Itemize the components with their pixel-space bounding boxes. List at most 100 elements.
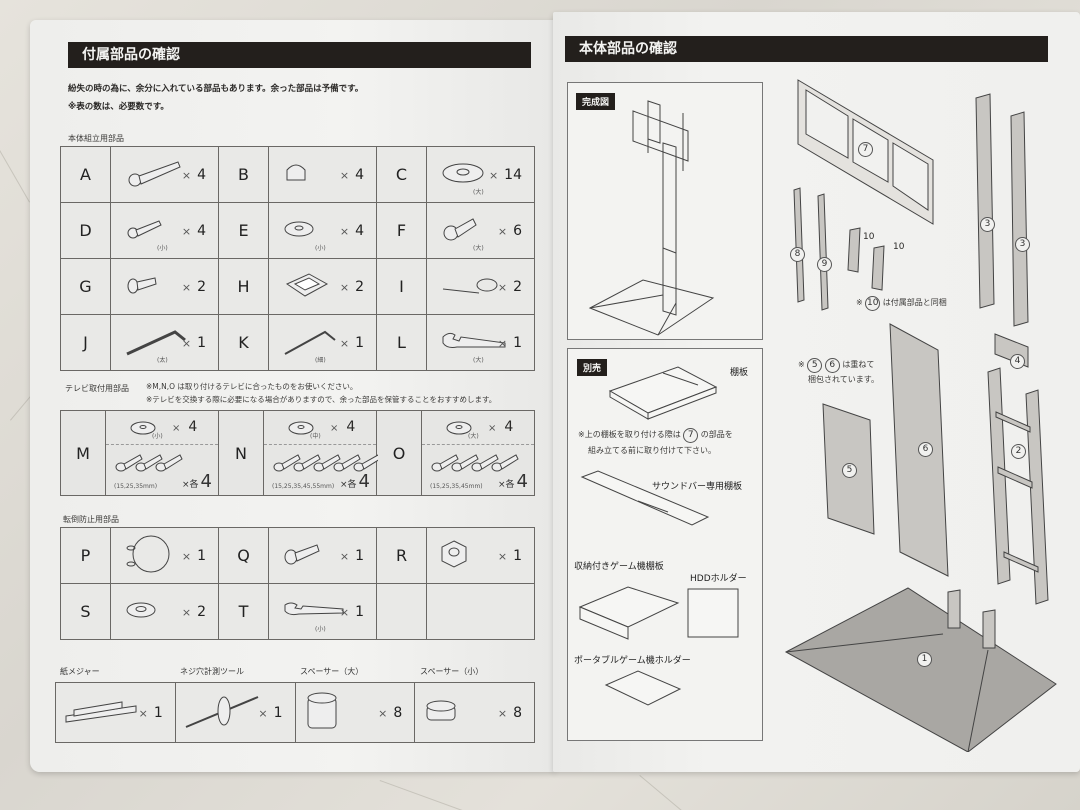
part-quantity: ×4 xyxy=(181,166,206,183)
part-size-label: (小) xyxy=(157,245,168,252)
part-number-9: 9 xyxy=(817,257,832,272)
soundbar-shelf-label: サウンドバー専用棚板 xyxy=(652,482,743,492)
part-number-7: 7 xyxy=(858,142,873,157)
intro-line-1: 紛失の時の為に、余分に入れている部品もあります。余った部品は予備です。 xyxy=(68,84,364,94)
part-quantity: ×1 xyxy=(339,547,364,564)
part-quantity: ×2 xyxy=(339,278,364,295)
tv-parts-notes: ※M,N,O は取り付けるテレビに合ったものをお使いください。 ※テレビを交換す… xyxy=(146,380,496,406)
note-part-5-6: ※ 5 6 は重ねて 梱包されています。 xyxy=(798,358,879,384)
part-cell: ×4 xyxy=(110,146,219,203)
misc-part-label: ネジ穴計測ツール xyxy=(180,667,244,676)
washer-icon xyxy=(288,421,314,435)
cable-clip-icon xyxy=(281,270,331,304)
bolt-icon xyxy=(281,541,321,571)
wrench-small-icon xyxy=(281,599,347,625)
part-cell: (小) ×4 xyxy=(268,202,377,259)
misc-part-quantity: ×1 xyxy=(258,704,283,721)
part-quantity: ×6 xyxy=(497,222,522,239)
misc-part-quantity: ×8 xyxy=(378,704,403,721)
tv-note-1: ※M,N,O は取り付けるテレビに合ったものをお使いください。 xyxy=(146,382,358,391)
part-cell: ×1 xyxy=(268,527,377,584)
part-letter: E xyxy=(218,202,269,259)
part-letter: S xyxy=(60,583,111,640)
part-cell: (大)×14 xyxy=(426,146,535,203)
misc-parts-table: ×1 ×1 ×8 ×8 xyxy=(55,682,535,743)
part-size-label: (大) xyxy=(473,357,484,364)
part-letter: Q xyxy=(218,527,269,584)
part-number-3b: 3 xyxy=(1015,237,1030,252)
cable-tie-icon xyxy=(439,273,499,301)
part-size-label: (小) xyxy=(315,626,326,633)
small-bolt-icon xyxy=(123,217,163,245)
long-bolt-icon xyxy=(123,158,183,192)
part-number-5: 5 xyxy=(842,463,857,478)
small-washer-icon xyxy=(281,217,317,245)
main-parts-header: 本体部品の確認 xyxy=(565,36,1048,62)
paper-measure-icon xyxy=(62,696,138,730)
tv-part-letter: N xyxy=(218,410,264,496)
part-number-6: 6 xyxy=(918,442,933,457)
part-letter: B xyxy=(218,146,269,203)
cap-nut-icon xyxy=(281,158,311,192)
part-quantity: ×1 xyxy=(497,334,522,351)
spacer-large-icon xyxy=(302,690,342,736)
part-cell: ×2 xyxy=(110,583,219,640)
part-number-1: 1 xyxy=(917,652,932,667)
part-quantity: ×14 xyxy=(488,166,522,183)
right-page: 本体部品の確認 完成図 別売 棚板 xyxy=(553,12,1080,772)
part-cell: ×2 xyxy=(110,258,219,315)
hdd-holder-label: HDDホルダー xyxy=(690,574,747,584)
part-quantity: ×1 xyxy=(497,547,522,564)
part-cell: ×4 xyxy=(268,146,377,203)
completed-view-tag: 完成図 xyxy=(576,93,616,110)
part-7-ref: 7 xyxy=(683,428,699,443)
part-size-label: (細) xyxy=(315,357,326,364)
wire-cable-icon xyxy=(123,532,173,580)
hex-key-thin-icon xyxy=(281,324,341,362)
part-letter: P xyxy=(60,527,111,584)
part-letter: R xyxy=(376,527,427,584)
misc-part-quantity: ×1 xyxy=(138,704,163,721)
hex-key-large-icon xyxy=(123,324,193,362)
part-cell: ×2 xyxy=(268,258,377,315)
part-number-2: 2 xyxy=(1011,444,1026,459)
part-cell: (細)×1 xyxy=(268,314,377,371)
wrench-large-icon xyxy=(439,329,509,357)
part-quantity: ×2 xyxy=(181,603,206,620)
misc-part-cell: ×1 xyxy=(55,682,176,743)
part-letter: F xyxy=(376,202,427,259)
body-parts-label: 本体組立用部品 xyxy=(68,134,124,143)
part-number-10a: 10 xyxy=(863,232,875,242)
intro-line-2: ※表の数は、必要数です。 xyxy=(68,102,169,112)
part-cell: (大) ×6 xyxy=(426,202,535,259)
part-size-label: (小) xyxy=(315,245,326,252)
part-size-label: (太) xyxy=(157,357,168,364)
main-parts-illustration xyxy=(784,79,1057,752)
screw-set-icon xyxy=(115,454,183,472)
hex-nut-icon xyxy=(439,539,469,573)
shelf-note: ※上の棚板を取り付ける際は 7 の部品を 組み立てる前に取り付けて下さい。 xyxy=(578,428,733,455)
part-letter: T xyxy=(218,583,269,640)
part-letter: H xyxy=(218,258,269,315)
intro-text: 紛失の時の為に、余分に入れている部品もあります。余った部品は予備です。 ※表の数… xyxy=(68,80,363,116)
tv-washer-row: (大)×4 xyxy=(422,411,534,445)
part-quantity: ×4 xyxy=(339,222,364,239)
accessory-parts-header: 付属部品の確認 xyxy=(68,42,531,68)
part-size-label: (大) xyxy=(473,245,484,252)
part-cell xyxy=(426,583,535,640)
part-cell: ×1 xyxy=(426,527,535,584)
optional-parts-illustrations xyxy=(578,366,739,706)
part-cell: (小)×4 xyxy=(110,202,219,259)
part-cell: ×1 xyxy=(110,527,219,584)
part-number-8: 8 xyxy=(790,247,805,262)
misc-part-label: 紙メジャー xyxy=(60,667,100,676)
misc-part-cell: ×8 xyxy=(414,682,535,743)
